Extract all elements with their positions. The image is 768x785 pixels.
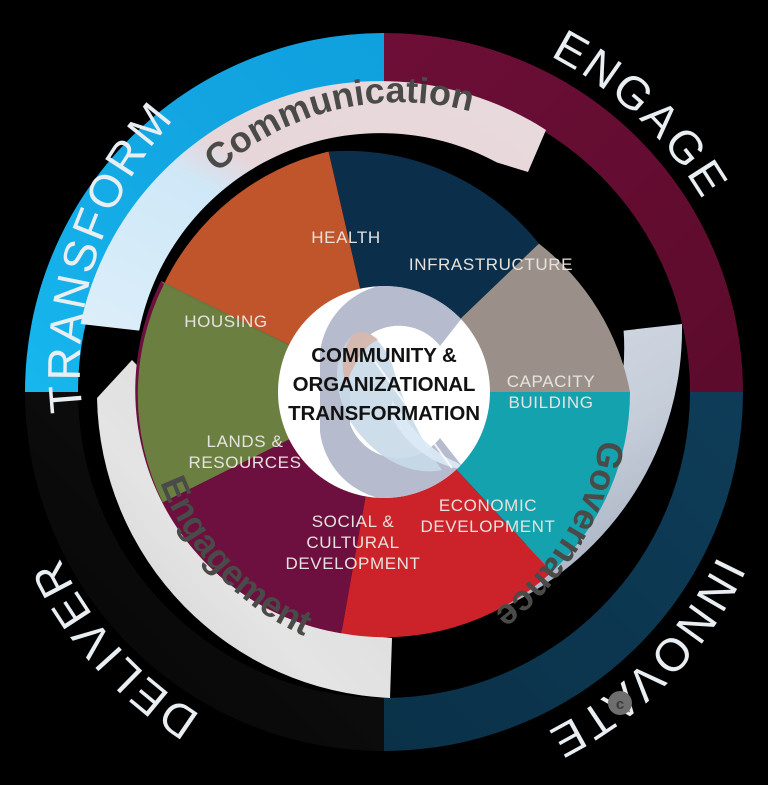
watermark-badge: c (608, 691, 632, 715)
svg-text:BUILDING: BUILDING (508, 393, 593, 412)
svg-text:DEVELOPMENT: DEVELOPMENT (285, 554, 420, 573)
segment-label-social-cultural-development: SOCIAL & CULTURAL DEVELOPMENT (285, 512, 420, 573)
segment-label-infrastructure: INFRASTRUCTURE (409, 255, 573, 274)
svg-text:CULTURAL: CULTURAL (306, 533, 399, 552)
segment-lands-resources-fix[interactable] (137, 284, 384, 503)
svg-text:CAPACITY: CAPACITY (507, 372, 596, 391)
segment-label-housing: HOUSING (184, 312, 268, 331)
svg-text:SOCIAL &: SOCIAL & (312, 512, 395, 531)
svg-text:LANDS &: LANDS & (207, 432, 284, 451)
svg-text:ECONOMIC: ECONOMIC (439, 496, 537, 515)
center-line-1: COMMUNITY & (311, 344, 457, 367)
svg-text:RESOURCES: RESOURCES (188, 453, 301, 472)
segment-label-capacity-building: CAPACITY BUILDING (507, 372, 596, 412)
svg-text:DEVELOPMENT: DEVELOPMENT (420, 517, 555, 536)
segment-label-economic-development: ECONOMIC DEVELOPMENT (420, 496, 555, 536)
center-hub[interactable] (278, 284, 490, 501)
segment-label-lands-resources: LANDS & RESOURCES (188, 432, 301, 472)
center-line-2: ORGANIZATIONAL (293, 373, 476, 396)
center-hub-text: COMMUNITY & ORGANIZATIONAL TRANSFORMATIO… (288, 344, 480, 425)
ribbon-engagement[interactable] (97, 360, 392, 698)
c-feather-logo-icon (320, 286, 468, 498)
watermark-glyph: c (616, 696, 624, 713)
segment-label-health: HEALTH (311, 228, 380, 247)
center-line-3: TRANSFORMATION (288, 402, 480, 425)
ribbon-communication[interactable] (80, 81, 546, 331)
segment-labels: HEALTH INFRASTRUCTURE CAPACITY BUILDING … (184, 228, 596, 573)
